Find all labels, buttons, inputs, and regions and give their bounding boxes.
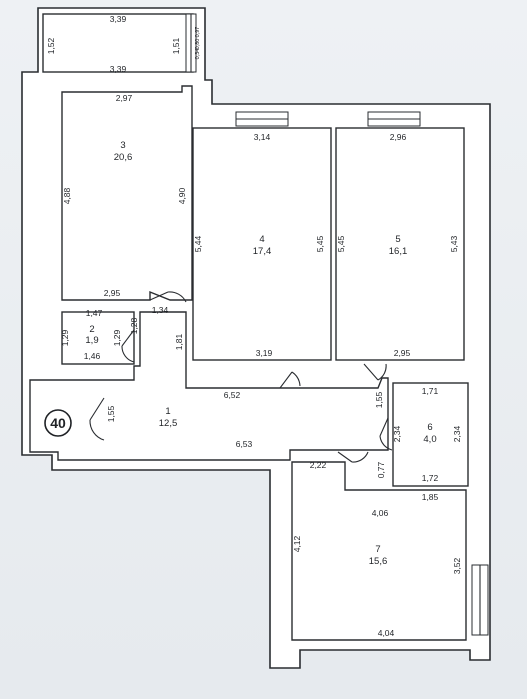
door-swing-room-6 [379,417,393,451]
room-3-area: 20,6 [114,152,133,163]
dim-room-3-bottom: 2,95 [104,288,121,298]
dim-room-6-left: 2,34 [392,425,402,442]
dim-room-2-bottom: 1,46 [84,351,101,361]
room-4 [192,127,332,361]
room-5-number: 5 [395,234,400,245]
dim-room-3-right: 4,90 [177,187,187,204]
dim-room-6-door: 0,77 [376,461,386,478]
dim-room-2-door: 1,28 [129,317,139,334]
dim-room-4-top: 3,14 [254,132,271,142]
dim-room-5-bottom: 2,95 [394,348,411,358]
dim-room-3-door: 1,34 [152,305,169,315]
door-swing-room-2 [121,329,135,363]
dim-balcony-small3: 0,34 [195,49,201,60]
dim-room-5-top: 2,96 [390,132,407,142]
dim-room-4-left: 5,44 [193,235,203,252]
door-swing-room-5 [363,363,387,381]
room-1 [29,311,389,461]
apartment-number: 40 [50,415,66,431]
dim-room-1-a: 6,52 [224,390,241,400]
dim-room-7-top: 4,06 [372,508,389,518]
room-4-number: 4 [259,234,264,245]
dim-room-6-bottom: 1,72 [422,473,439,483]
room-5 [335,127,465,361]
dim-room-1-c: 6,53 [236,439,253,449]
dim-balcony-top: 3,39 [110,14,127,24]
dim-balcony-right: 1,51 [171,37,181,54]
dim-room-7-right: 3,52 [452,557,462,574]
dim-room-7-door: 2,22 [310,460,327,470]
door-swing-room-4 [279,371,301,389]
dim-room-5-right: 5,43 [449,235,459,252]
dim-room-7-bottom: 4,04 [378,628,395,638]
dim-balcony-small2: 0,80 [195,39,201,50]
room-4-area: 17,4 [253,246,272,257]
room-2-number: 2 [89,324,94,335]
room-3-number: 3 [120,140,125,151]
dim-room-1-d: 1,81 [174,333,184,350]
room-7-area: 15,6 [369,556,388,567]
room-6-number: 6 [427,422,432,433]
door-swing-entrance [89,397,105,441]
dim-room-3-top: 3,39 [110,64,127,74]
room-1-area: 12,5 [159,418,178,429]
room-2 [61,311,135,365]
dim-room-1-b: 1,55 [106,405,116,422]
dim-balcony-left: 1,52 [46,37,56,54]
dim-room-7-left: 4,12 [292,535,302,552]
room-5-area: 16,1 [389,246,408,257]
dim-room-5-left: 5,45 [336,235,346,252]
dim-room-6-right: 2,34 [452,425,462,442]
room-7-number: 7 [375,544,380,555]
dim-room-7-top2: 1,85 [422,492,439,502]
room-3 [61,85,193,301]
dim-room-1-e: 1,55 [374,391,384,408]
dim-room-4-bottom: 3,19 [256,348,273,358]
door-swing-room-3 [149,291,187,303]
dim-room-3-left: 4,88 [62,187,72,204]
dim-room-2-right: 1,29 [112,329,122,346]
room-6-area: 4,0 [423,434,436,445]
room-1-number: 1 [165,406,170,417]
dim-room-2-top: 1,47 [86,308,103,318]
dim-balcony-small1: 0,97 [195,27,201,38]
dim-room-2-left: 1,29 [60,329,70,346]
dim-room-4-right: 5,45 [315,235,325,252]
room-2-area: 1,9 [85,335,98,346]
dim-room-3-top2: 2,97 [116,93,133,103]
dim-room-6-top: 1,71 [422,386,439,396]
door-swing-room-7 [337,451,369,463]
room-6 [392,382,469,487]
room-7 [291,461,467,641]
balcony [42,13,194,73]
apartment-number-badge [44,409,72,437]
